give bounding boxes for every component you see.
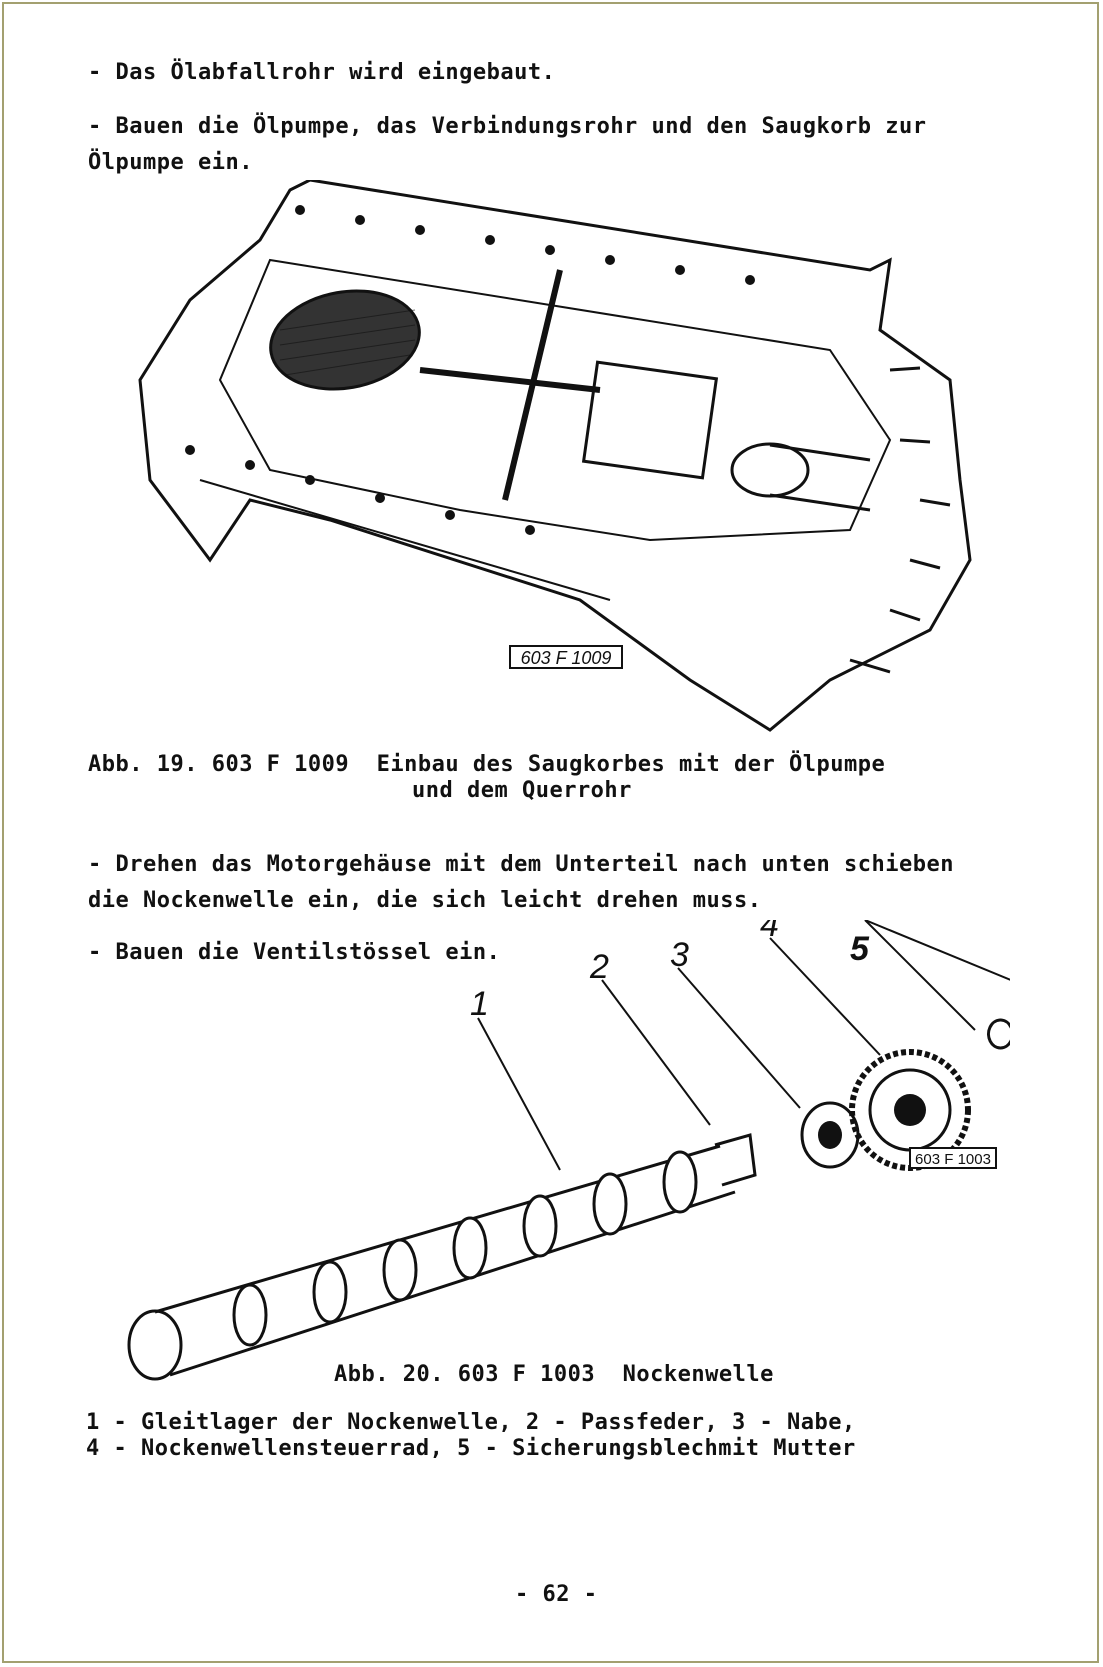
figure-20-legend-line1: 1 - Gleitlager der Nockenwelle, 2 - Pass… — [86, 1410, 856, 1435]
callout-3: 3 — [670, 936, 689, 974]
figure-20-caption: Abb. 20. 603 F 1003 Nockenwelle — [334, 1362, 774, 1387]
figure-19-caption-line1: Abb. 19. 603 F 1009 Einbau des Saugkorbe… — [88, 752, 886, 777]
page-number: - 62 - — [515, 1582, 598, 1607]
figure-20-legend-line2: 4 - Nockenwellensteuerrad, 5 - Sicherung… — [86, 1436, 856, 1461]
callout-2: 2 — [589, 948, 609, 986]
figure-20-camshaft-illustration: 1 2 3 4 603 F 1003 — [127, 920, 1010, 1381]
figure-20-label: 603 F 1003 — [915, 1151, 991, 1168]
paragraph-valve-lifters: - Bauen die Ventilstössel ein. — [88, 940, 501, 965]
callout-5: 5 — [850, 930, 870, 968]
paragraph-oil-drain-pipe: - Das Ölabfallrohr wird eingebaut. — [88, 60, 556, 85]
paragraph-camshaft-line1: - Drehen das Motorgehäuse mit dem Untert… — [88, 852, 954, 877]
callout-4: 4 — [760, 920, 779, 944]
figure-19-engine-block-illustration: 603 F 1009 — [138, 180, 972, 732]
paragraph-camshaft-line2: die Nockenwelle ein, die sich leicht dre… — [88, 888, 762, 913]
figure-19-caption-line2: und dem Querrohr — [412, 778, 632, 803]
callout-1: 1 — [470, 985, 489, 1023]
figure-19-label: 603 F 1009 — [521, 648, 612, 668]
paragraph-oil-pump-line1: - Bauen die Ölpumpe, das Verbindungsrohr… — [88, 114, 927, 139]
paragraph-oil-pump-line2: Ölpumpe ein. — [88, 150, 253, 175]
